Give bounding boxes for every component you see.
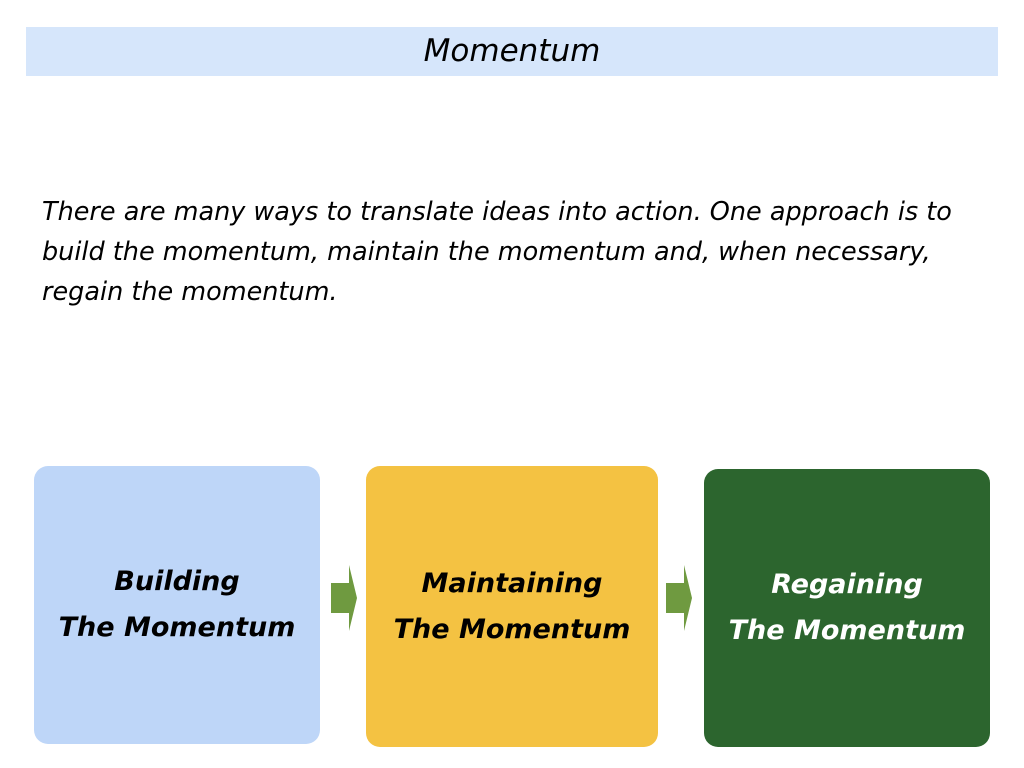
title-bar: Momentum bbox=[26, 27, 998, 76]
step-subtitle: The Momentum bbox=[58, 612, 296, 643]
step-title: Maintaining bbox=[421, 567, 603, 599]
step-subtitle: The Momentum bbox=[393, 613, 631, 645]
step-subtitle: The Momentum bbox=[728, 615, 966, 646]
arrow-right-icon bbox=[666, 565, 692, 631]
page-title: Momentum bbox=[423, 33, 601, 69]
step-title: Building bbox=[114, 566, 240, 597]
step-box-building: Building The Momentum bbox=[34, 466, 320, 744]
step-box-regaining: Regaining The Momentum bbox=[704, 469, 990, 747]
step-title: Regaining bbox=[771, 569, 923, 600]
step-box-maintaining: Maintaining The Momentum bbox=[366, 466, 658, 747]
intro-paragraph: There are many ways to translate ideas i… bbox=[42, 197, 952, 307]
arrow-right-icon bbox=[331, 565, 357, 631]
